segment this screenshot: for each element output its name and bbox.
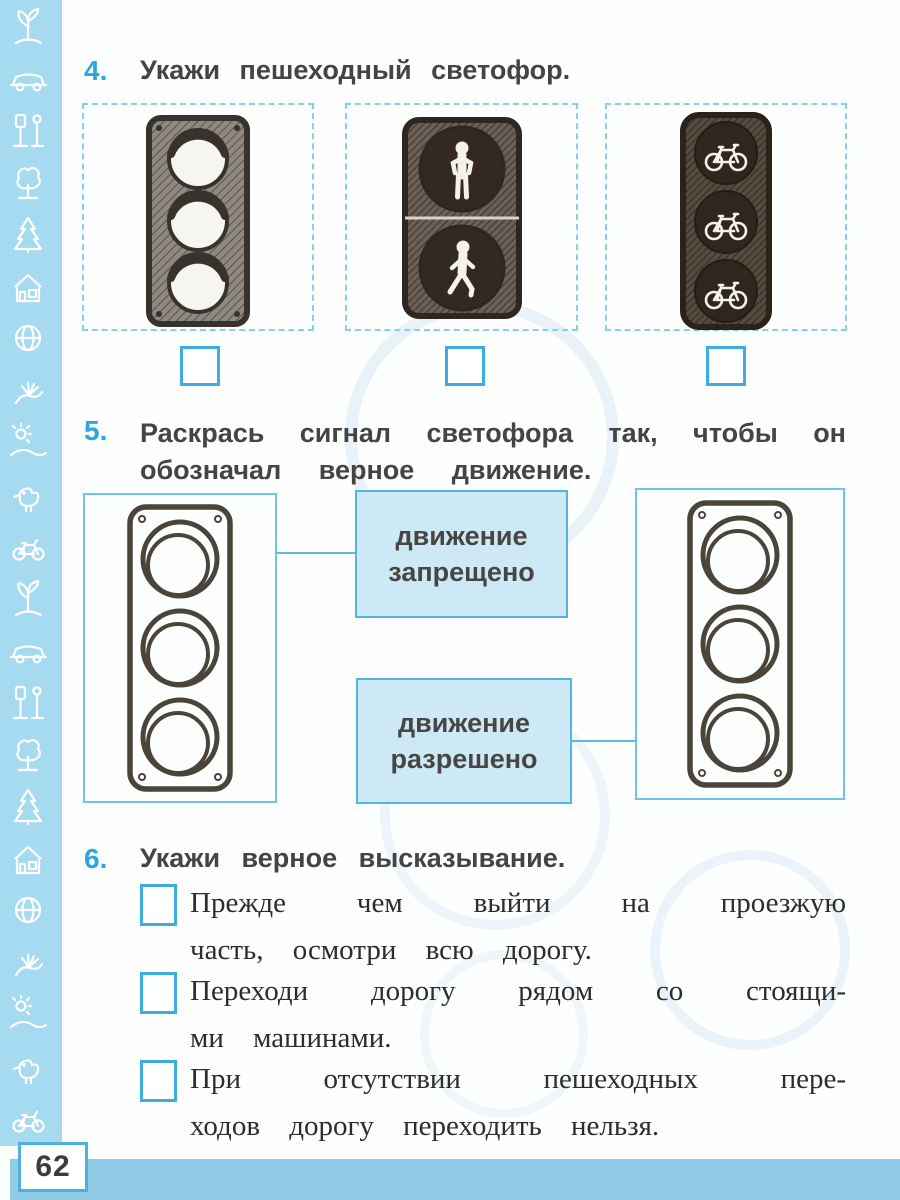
statement-checkbox-2[interactable] xyxy=(140,972,177,1014)
connector-line-allowed xyxy=(572,740,635,742)
answer-checkbox-option-1[interactable] xyxy=(180,346,220,386)
task-number: 5. xyxy=(84,415,108,446)
decorative-border-strip xyxy=(0,0,62,1146)
walking-person-icon xyxy=(447,240,475,298)
statement-line: При отсутствии пешеходных пере- xyxy=(190,1063,846,1095)
statement-2: Переходи дорогу рядом со стоящи- ми маши… xyxy=(190,968,846,1062)
task-number: 4. xyxy=(84,55,108,86)
task-title-line-1: Раскрась сигнал светофора так, чтобы он xyxy=(140,418,846,448)
option-box-bicycle-traffic-light xyxy=(605,103,847,331)
statement-line: ми машинами. xyxy=(190,1022,392,1054)
doodle-pattern xyxy=(9,7,48,1133)
label-movement-prohibited: движение запрещено xyxy=(355,490,568,618)
colorable-traffic-light-right xyxy=(635,488,845,800)
task-title: Укажи верное высказывание. xyxy=(140,843,566,873)
colorable-traffic-light-left xyxy=(83,493,277,803)
traffic-light-outline xyxy=(127,504,233,792)
footer-bar xyxy=(10,1159,900,1200)
statement-checkbox-3[interactable] xyxy=(140,1060,177,1102)
label-movement-allowed: движение разрешено xyxy=(356,678,572,804)
page-number: 62 xyxy=(35,1150,71,1183)
bicycle-traffic-light-illustration xyxy=(680,112,772,330)
statement-line: Прежде чем выйти на проезжую xyxy=(190,887,846,919)
label-line: движение xyxy=(395,521,528,551)
standing-person-icon xyxy=(449,141,474,200)
statement-1: Прежде чем выйти на проезжую часть, осмо… xyxy=(190,880,846,974)
task-number: 6. xyxy=(84,843,108,874)
answer-checkbox-option-2[interactable] xyxy=(445,346,485,386)
option-box-vehicle-traffic-light xyxy=(82,103,314,331)
connector-line-prohibited xyxy=(277,552,355,554)
label-line: разрешено xyxy=(390,744,538,774)
answer-checkbox-option-3[interactable] xyxy=(706,346,746,386)
page-number-badge: 62 xyxy=(18,1142,88,1192)
task-title: Укажи пешеходный светофор. xyxy=(140,55,571,85)
option-box-pedestrian-traffic-light xyxy=(345,103,578,331)
statement-3: При отсутствии пешеходных пере- ходов до… xyxy=(190,1056,846,1150)
label-line: запрещено xyxy=(388,557,535,587)
statement-line: ходов дорогу переходить нельзя. xyxy=(190,1110,660,1142)
statement-line: Переходи дорогу рядом со стоящи- xyxy=(190,975,846,1007)
task-title-line-2: обозначал верное движение. xyxy=(140,455,592,485)
statement-line: часть, осмотри всю дорогу. xyxy=(190,934,592,966)
pedestrian-traffic-light-illustration xyxy=(401,117,522,319)
statement-checkbox-1[interactable] xyxy=(140,884,177,926)
vehicle-traffic-light-illustration xyxy=(146,115,250,327)
traffic-light-outline xyxy=(687,500,793,788)
label-line: движение xyxy=(397,708,531,738)
